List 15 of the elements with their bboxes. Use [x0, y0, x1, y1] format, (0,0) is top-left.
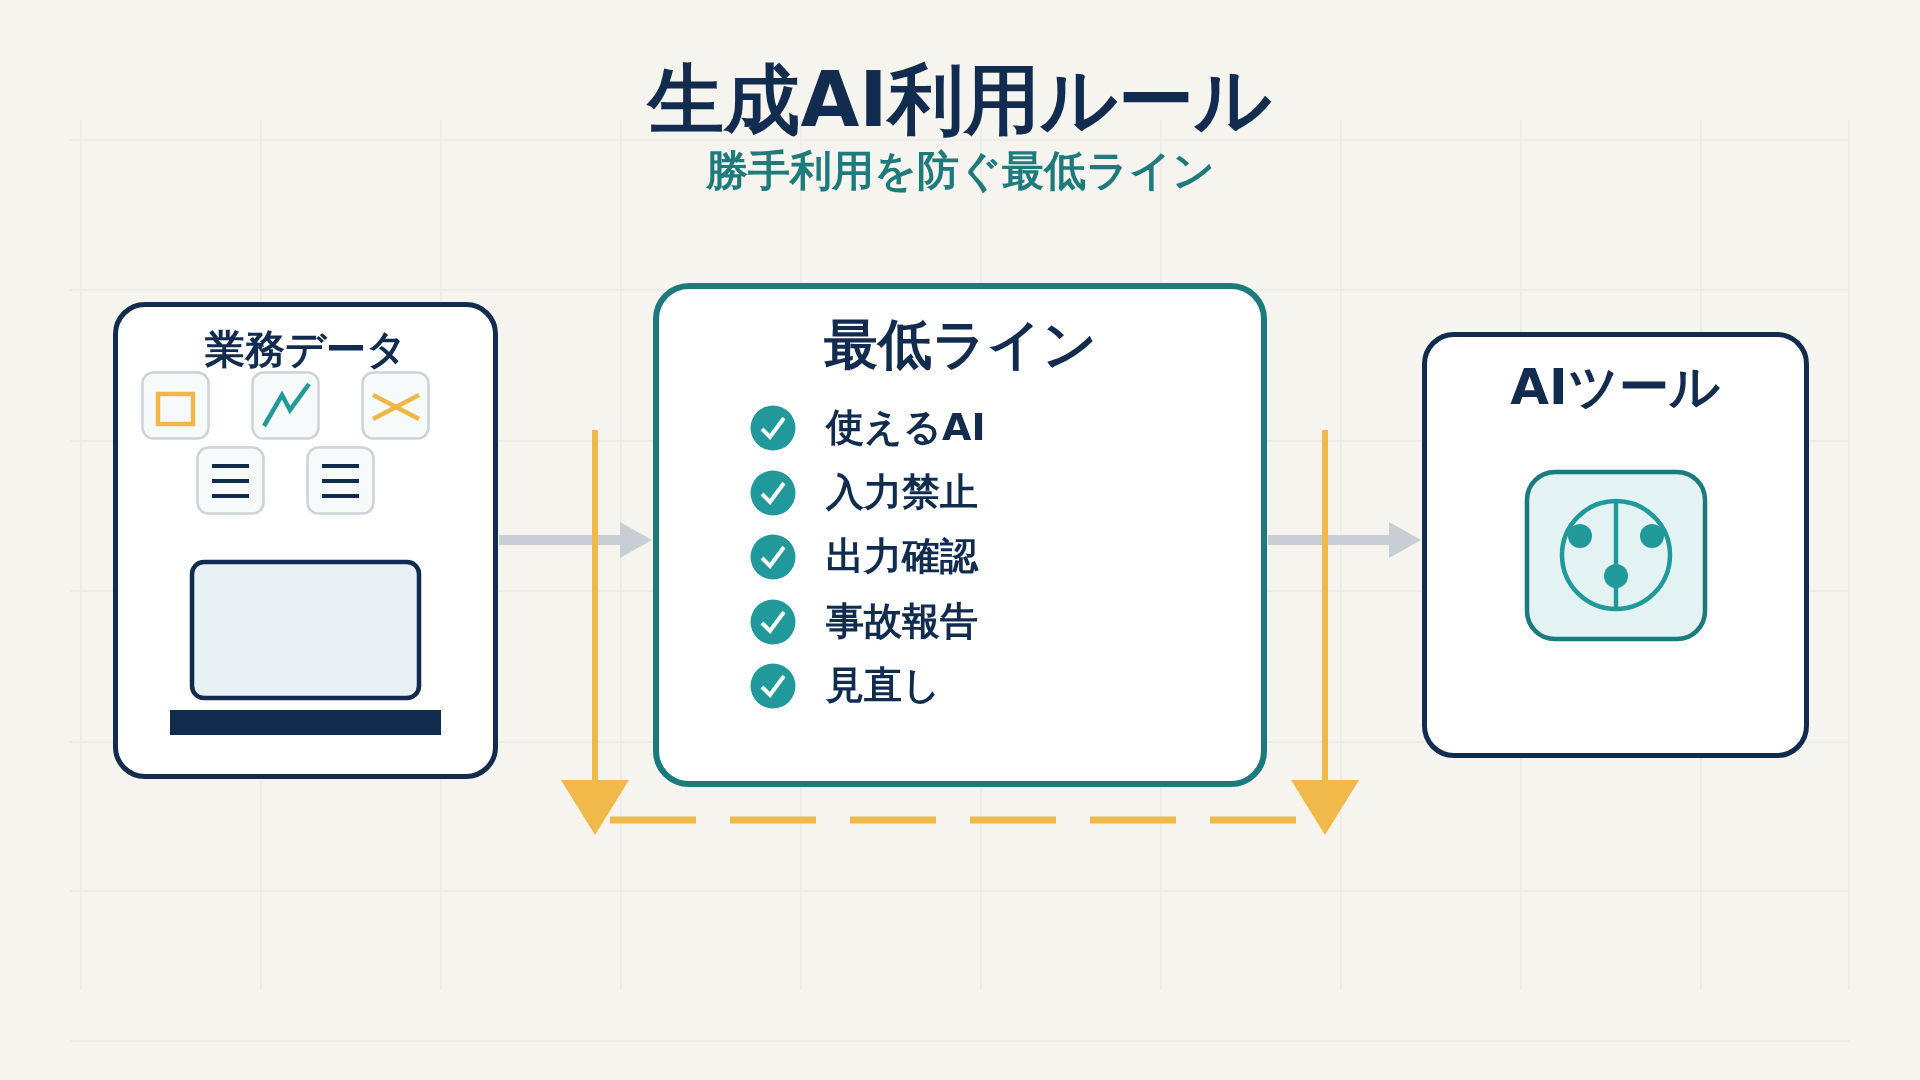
title: 生成AI利用ルール	[648, 58, 1272, 142]
checklist-item: 見直し	[826, 665, 941, 707]
checklist-item: 入力禁止	[826, 471, 978, 514]
subtitle: 勝手利用を防ぐ最低ライン	[705, 147, 1215, 195]
checklist-card	[653, 283, 1267, 787]
checklist-item: 出力確認	[826, 536, 978, 578]
box-heading: AIツール	[1510, 359, 1720, 415]
checklist-item: 事故報告	[826, 600, 978, 643]
data-card	[113, 302, 498, 779]
checklist-item: 使えるAI	[826, 407, 986, 449]
arrow	[499, 522, 652, 558]
box-heading: 最低ライン	[823, 315, 1097, 375]
arrow	[1268, 522, 1421, 558]
tool-card	[1422, 332, 1809, 758]
box-heading: 業務データ	[204, 327, 407, 371]
